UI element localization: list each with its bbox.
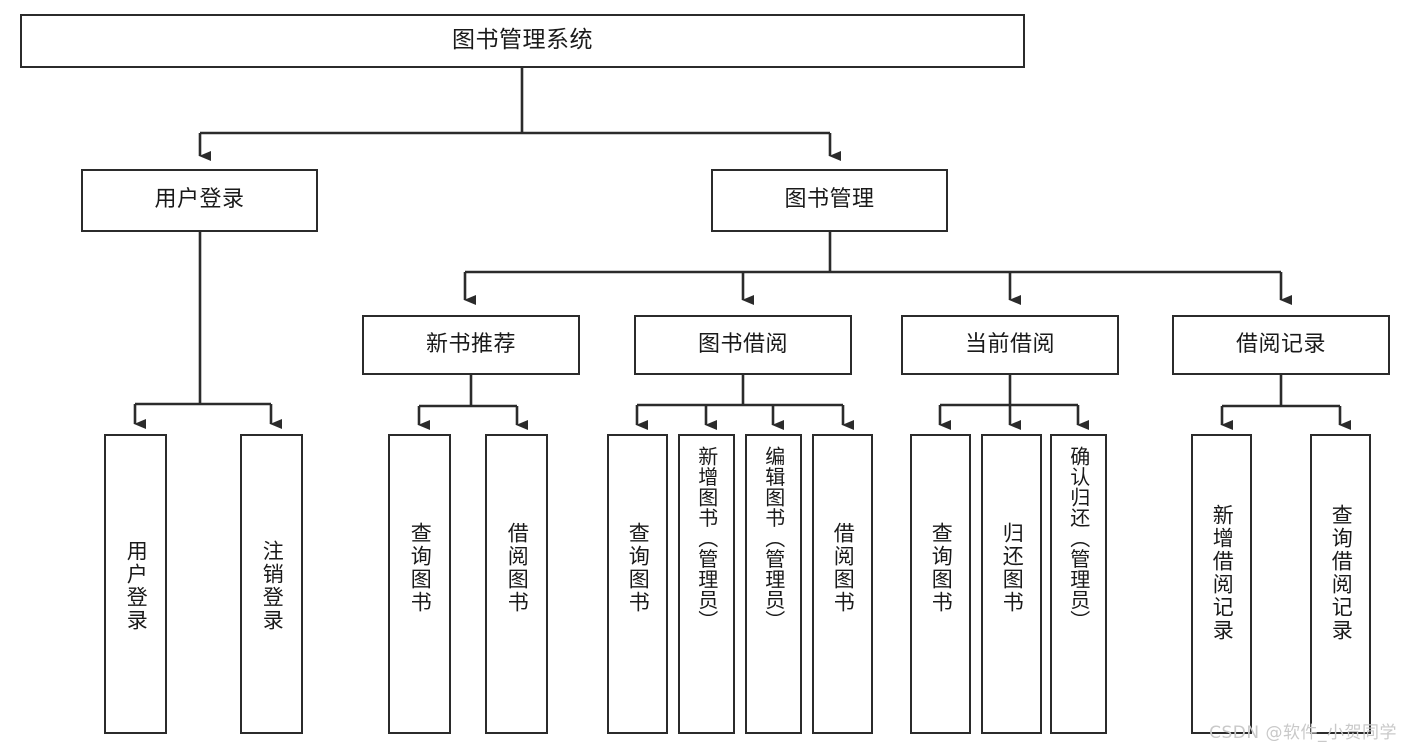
node-current-borrow[interactable]: 当前借阅 (901, 315, 1119, 375)
node-book-borrow-label: 图书借阅 (697, 331, 788, 357)
node-book-management-label: 图书管理 (784, 187, 875, 213)
node-borrow-record[interactable]: 借阅记录 (1172, 315, 1390, 375)
leaf-query-book-1-label: 查询图书 (408, 522, 433, 614)
node-book-management[interactable]: 图书管理 (711, 169, 948, 232)
node-current-borrow-label: 当前借阅 (964, 331, 1055, 357)
node-user-login-label: 用户登录 (154, 187, 245, 213)
node-user-login[interactable]: 用户登录 (81, 169, 318, 232)
leaf-add-book[interactable]: 新增图书（管理员） (678, 434, 735, 734)
leaf-query-book-3-label: 查询图书 (929, 522, 954, 614)
leaf-logout[interactable]: 注销登录 (240, 434, 303, 734)
leaf-borrow-book-1-label: 借阅图书 (505, 522, 530, 614)
leaf-confirm-return-label: 确认归还（管理员） (1066, 446, 1091, 631)
leaf-edit-book[interactable]: 编辑图书（管理员） (745, 434, 802, 734)
leaf-query-record[interactable]: 查询借阅记录 (1310, 434, 1371, 734)
leaf-user-login[interactable]: 用户登录 (104, 434, 167, 734)
leaf-borrow-book-2[interactable]: 借阅图书 (812, 434, 873, 734)
node-borrow-record-label: 借阅记录 (1235, 331, 1326, 357)
watermark: CSDN @软件_小贺同学 (1209, 723, 1397, 743)
leaf-add-record[interactable]: 新增借阅记录 (1191, 434, 1252, 734)
leaf-return-book[interactable]: 归还图书 (981, 434, 1042, 734)
leaf-confirm-return[interactable]: 确认归还（管理员） (1050, 434, 1107, 734)
leaf-add-book-label: 新增图书（管理员） (694, 446, 719, 631)
node-book-borrow[interactable]: 图书借阅 (634, 315, 852, 375)
node-root-label: 图书管理系统 (452, 27, 593, 54)
leaf-logout-label: 注销登录 (260, 540, 285, 632)
node-new-book-recommend[interactable]: 新书推荐 (362, 315, 580, 375)
leaf-query-book-2-label: 查询图书 (626, 522, 651, 614)
leaf-user-login-label: 用户登录 (124, 540, 149, 632)
leaf-query-book-3[interactable]: 查询图书 (910, 434, 971, 734)
leaf-query-record-label: 查询借阅记录 (1329, 504, 1354, 642)
leaf-borrow-book-2-label: 借阅图书 (831, 522, 856, 614)
leaf-add-record-label: 新增借阅记录 (1210, 504, 1235, 642)
leaf-query-book-2[interactable]: 查询图书 (607, 434, 668, 734)
node-root[interactable]: 图书管理系统 (20, 14, 1025, 68)
leaf-borrow-book-1[interactable]: 借阅图书 (485, 434, 548, 734)
leaf-edit-book-label: 编辑图书（管理员） (761, 446, 786, 631)
leaf-return-book-label: 归还图书 (1000, 522, 1025, 614)
node-new-book-recommend-label: 新书推荐 (425, 331, 516, 357)
leaf-query-book-1[interactable]: 查询图书 (388, 434, 451, 734)
